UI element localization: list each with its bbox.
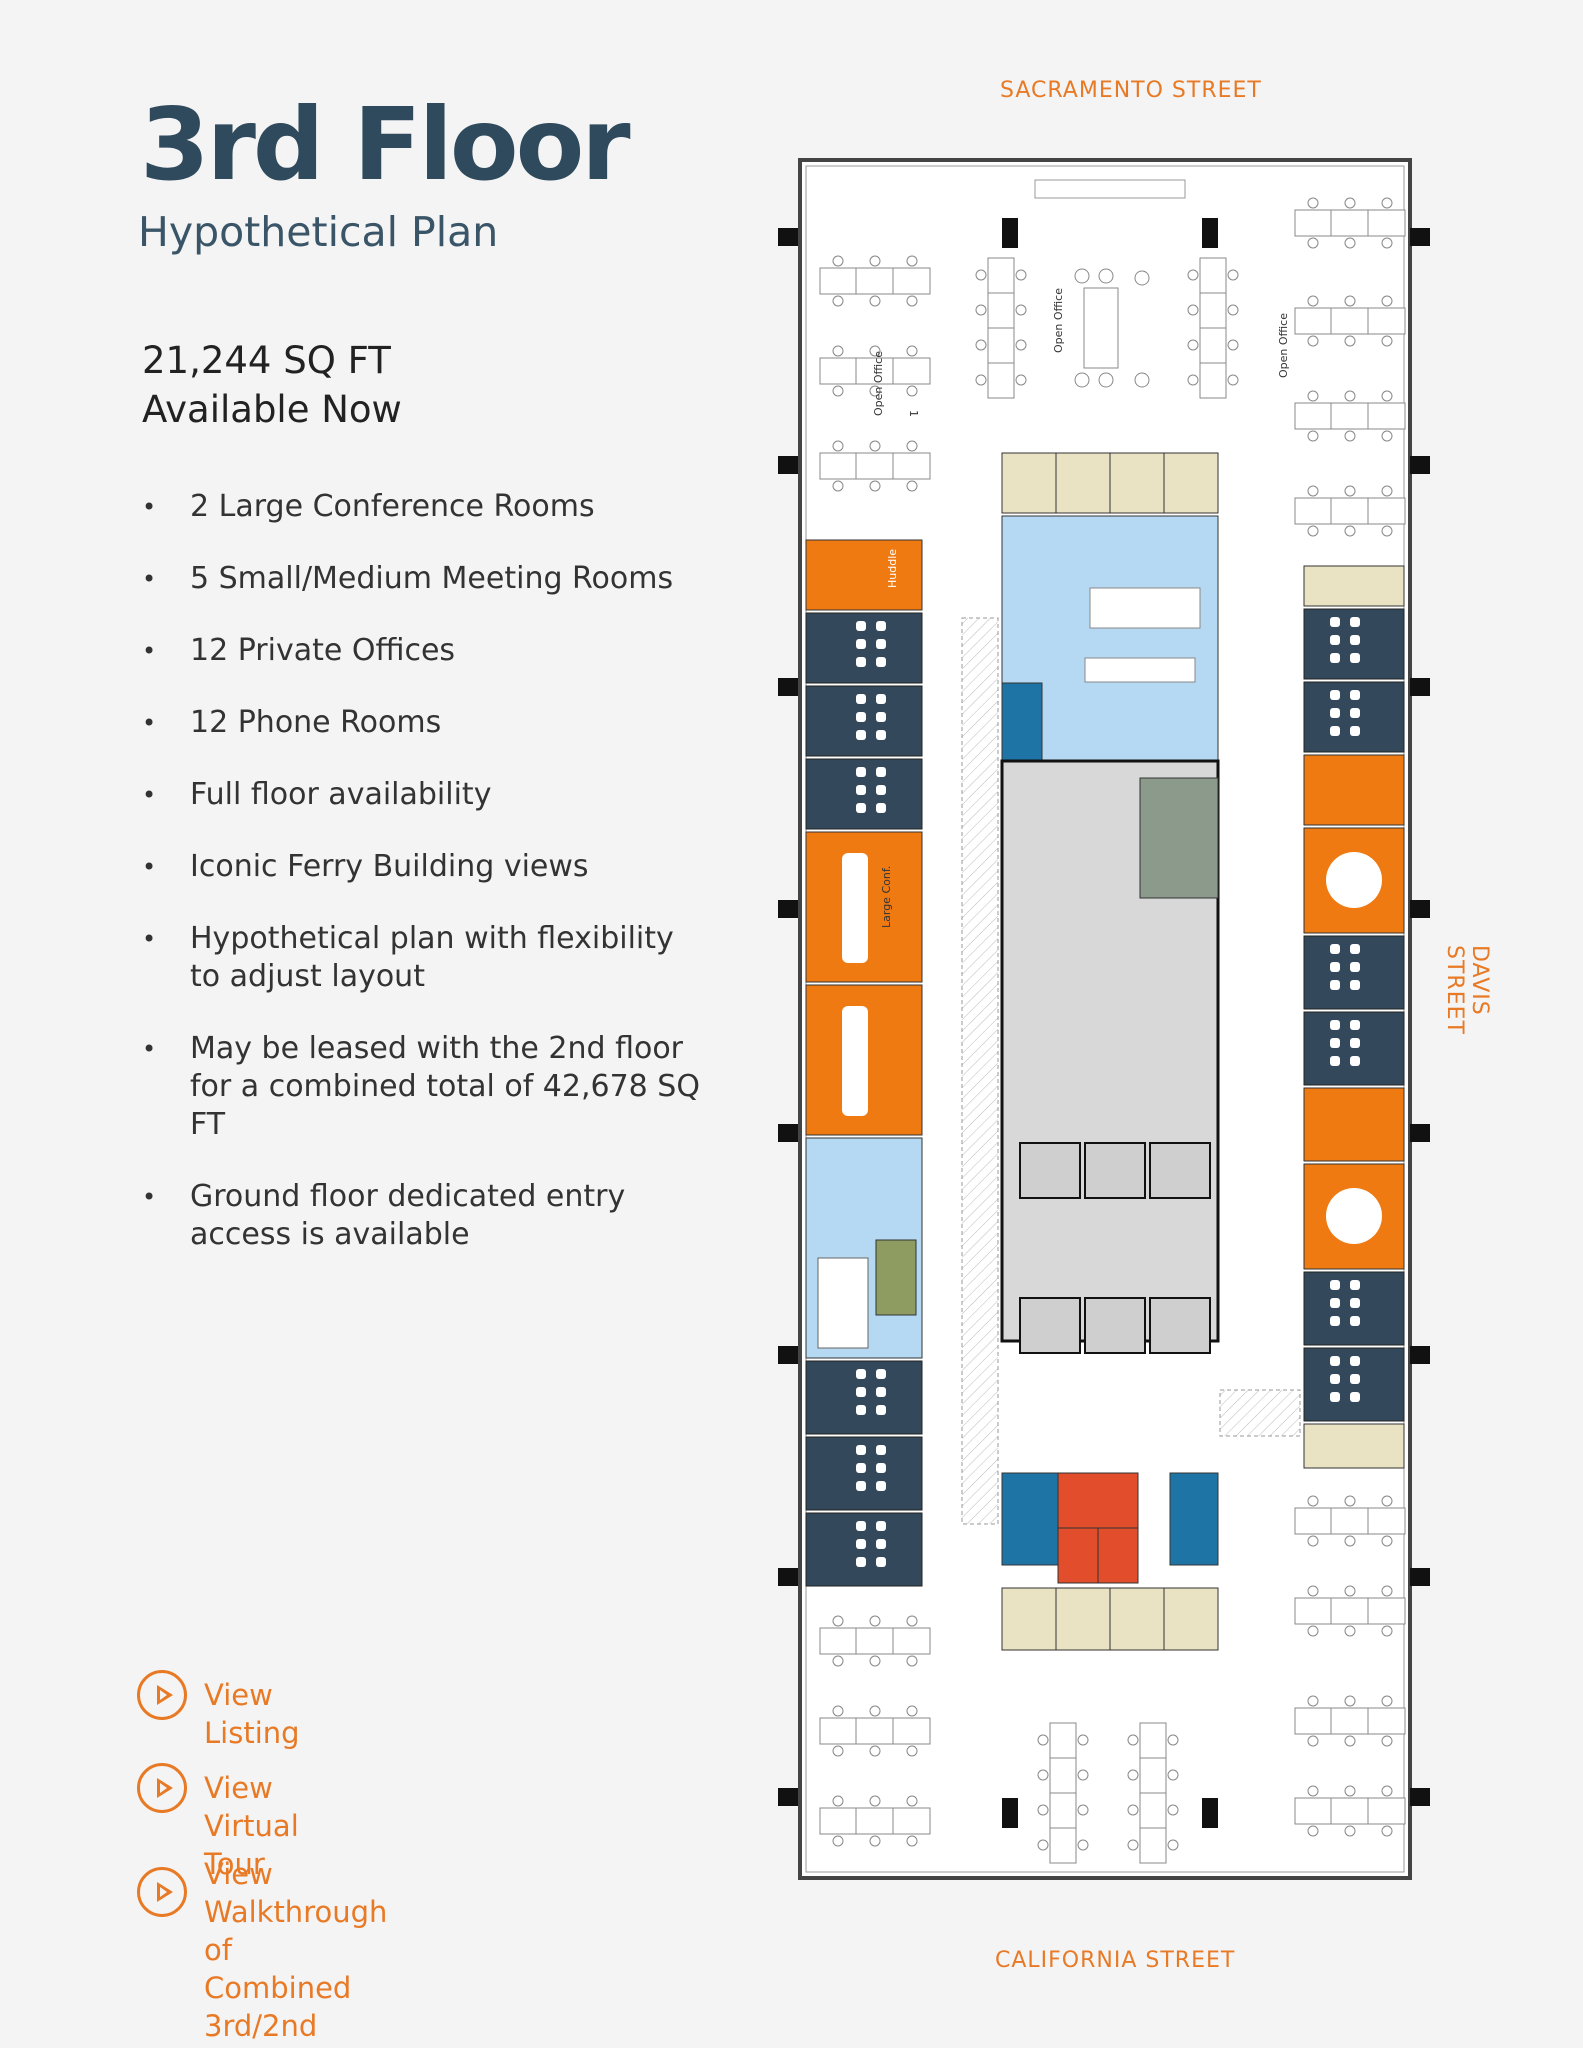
south-core — [1001, 1472, 1219, 1651]
page-subtitle: Hypothetical Plan — [138, 208, 499, 256]
huddle-room-east — [1303, 1087, 1405, 1162]
north-core — [1000, 452, 1220, 1354]
svg-text:Huddle: Huddle — [886, 549, 899, 588]
svg-text:Open Office: Open Office — [1052, 288, 1065, 353]
storage-room — [1001, 1472, 1059, 1566]
play-icon — [137, 1763, 187, 1813]
svg-text:Open Office: Open Office — [872, 351, 885, 416]
play-icon — [137, 1670, 187, 1720]
open-office-nw: Open Office 1 — [819, 255, 931, 492]
availability-block: 21,244 SQ FT Available Now — [142, 336, 402, 434]
floor-plan: Open Office 1 Open Office Open Office Hu… — [778, 158, 1430, 1880]
svg-text:Large Conf.: Large Conf. — [880, 866, 893, 928]
copy-print-room — [1169, 1472, 1219, 1566]
street-label-east: DAVIS STREET — [1442, 945, 1492, 1035]
feature-list: 2 Large Conference Rooms 5 Small/Medium … — [142, 488, 712, 1288]
square-footage: 21,244 SQ FT — [142, 339, 391, 382]
view-virtual-tour-link[interactable]: View Virtual Tour — [137, 1763, 299, 1883]
feature-item: 12 Phone Rooms — [142, 704, 712, 742]
feature-item: 12 Private Offices — [142, 632, 712, 670]
it-server-room — [1139, 777, 1219, 899]
feature-item: Full floor availability — [142, 776, 712, 814]
feature-item: Hypothetical plan with flexibility to ad… — [142, 920, 712, 996]
huddle-room-east — [1303, 754, 1405, 826]
huddle-room-west — [805, 539, 923, 611]
availability-status: Available Now — [142, 388, 402, 431]
view-walkthrough-link[interactable]: View Walkthrough of Combined 3rd/2nd flo… — [137, 1855, 387, 2048]
feature-item: 2 Large Conference Rooms — [142, 488, 712, 526]
zoom-room — [1303, 1423, 1405, 1469]
svg-text:1: 1 — [907, 410, 920, 417]
east-wing — [1303, 565, 1405, 1469]
medium-conference-room — [1303, 827, 1405, 934]
wellness-suite — [1057, 1472, 1139, 1529]
feature-item: Ground floor dedicated entry access is a… — [142, 1178, 712, 1254]
pantry — [1001, 682, 1043, 762]
play-icon — [137, 1867, 187, 1917]
feature-item: May be leased with the 2nd floor for a c… — [142, 1030, 712, 1144]
feature-item: 5 Small/Medium Meeting Rooms — [142, 560, 712, 598]
proposed-corridor — [961, 617, 999, 1525]
street-label-south: CALIFORNIA STREET — [995, 1948, 1236, 1973]
open-office-north-center: Open Office — [975, 179, 1239, 399]
street-label-north: SACRAMENTO STREET — [1000, 78, 1262, 103]
structural-columns — [778, 218, 1430, 1828]
zoom-room — [1303, 565, 1405, 607]
feature-item: Iconic Ferry Building views — [142, 848, 712, 886]
page-title: 3rd Floor — [140, 86, 631, 203]
west-wing: Huddle Large Conf. — [805, 539, 923, 1587]
open-office-ne: Open Office — [1277, 197, 1406, 537]
svg-text:Open Office: Open Office — [1277, 313, 1290, 378]
view-listing-link[interactable]: View Listing — [137, 1670, 300, 1752]
open-below — [875, 1239, 917, 1316]
